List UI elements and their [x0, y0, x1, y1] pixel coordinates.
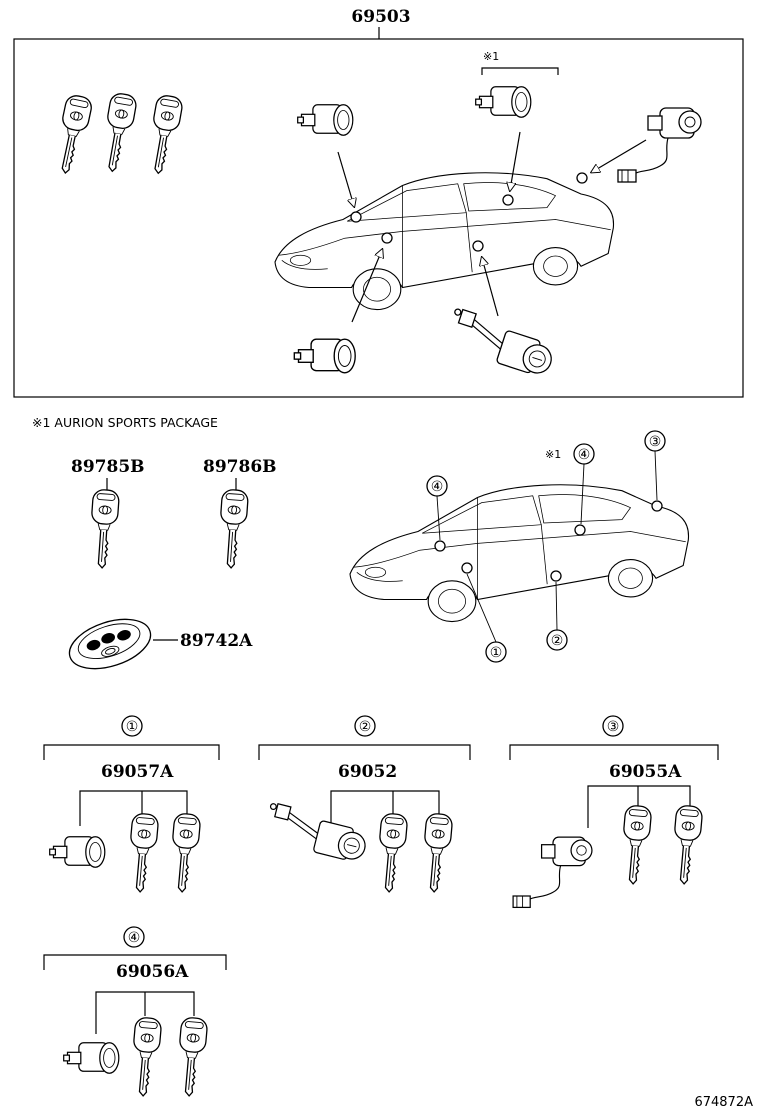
set-marker-circle	[123, 926, 145, 948]
key-icon	[669, 804, 704, 886]
key-icon	[419, 812, 454, 894]
car-illustration	[349, 484, 690, 623]
location-dot	[381, 232, 393, 244]
set-marker-circle	[354, 715, 376, 737]
leader	[580, 463, 585, 525]
leader	[466, 573, 497, 643]
arrow	[351, 250, 382, 323]
set-2-leaders	[330, 790, 440, 826]
location-dot	[574, 524, 586, 536]
set-1-marker: ①	[126, 719, 139, 735]
callout-1: ①	[490, 645, 503, 661]
arrow	[592, 139, 647, 172]
key-icon	[87, 488, 121, 570]
sports-package-bracket	[481, 67, 559, 75]
leader	[436, 495, 441, 541]
key-icon	[618, 804, 653, 886]
set-2-marker: ②	[359, 719, 372, 735]
key-icon	[174, 1016, 209, 1098]
callout-3: ③	[649, 434, 662, 450]
key-icon	[125, 812, 160, 894]
trunk-lock-icon	[512, 836, 593, 909]
key-icon	[216, 488, 250, 570]
set-2-part-number: 69052	[338, 762, 397, 782]
set-1-part-number: 69057A	[101, 762, 174, 782]
part-number-89786B: 89786B	[203, 457, 277, 477]
remote-transmitter-icon	[68, 618, 152, 670]
set-4-bracket	[43, 954, 227, 970]
callout-2: ②	[551, 633, 564, 649]
arrow	[510, 131, 521, 190]
set-marker-circle	[602, 715, 624, 737]
door-lock-cylinder-icon	[475, 86, 532, 118]
door-lock-cylinder-icon	[293, 338, 356, 374]
assembly-part-number: 69503	[351, 7, 410, 27]
callout-4: ④	[578, 447, 591, 463]
sports-package-marker: ※1	[483, 50, 499, 63]
part-number-89785B: 89785B	[71, 457, 145, 477]
location-dot	[502, 194, 514, 206]
arrow	[482, 258, 499, 317]
location-dot	[350, 211, 362, 223]
part-number-89742A: 89742A	[180, 631, 253, 651]
callout-4: ④	[431, 479, 444, 495]
key-icon	[374, 812, 409, 894]
key-icon	[128, 1016, 163, 1098]
location-dot	[651, 500, 663, 512]
arrow	[337, 151, 354, 206]
leader	[654, 450, 658, 501]
key-icon	[143, 93, 185, 177]
sports-package-note: ※1 AURION SPORTS PACKAGE	[32, 415, 218, 430]
set-3-bracket	[509, 744, 719, 760]
door-lock-cylinder-icon	[297, 104, 354, 136]
set-4-part-number: 69056A	[116, 962, 189, 982]
figure-code: 674872A	[694, 1095, 753, 1110]
trunk-lock-icon	[617, 107, 702, 183]
set-3-marker: ③	[607, 719, 620, 735]
set-1-leaders	[79, 790, 188, 826]
set-1-bracket	[43, 744, 220, 760]
key-icon	[97, 91, 139, 175]
location-dot	[434, 540, 446, 552]
location-dot	[550, 570, 562, 582]
set-4-marker: ④	[128, 930, 141, 946]
assembly-frame	[13, 38, 744, 398]
ignition-cylinder-icon	[261, 801, 371, 865]
set-2-bracket	[258, 744, 471, 760]
set-3-part-number: 69055A	[609, 762, 682, 782]
location-dot	[472, 240, 484, 252]
key-icon	[167, 812, 202, 894]
set-3-leaders	[587, 785, 691, 828]
sports-package-marker: ※1	[545, 448, 561, 461]
location-dot	[461, 562, 473, 574]
car-illustration	[274, 172, 615, 311]
ignition-cylinder-icon	[443, 306, 559, 380]
door-lock-cylinder-icon	[63, 1042, 120, 1074]
assembly-keys	[50, 91, 185, 177]
location-dot	[576, 172, 588, 184]
key-icon	[50, 93, 94, 177]
set-4-leaders	[95, 991, 195, 1034]
door-lock-cylinder-icon	[49, 836, 106, 868]
leader	[555, 581, 558, 631]
set-marker-circle	[121, 715, 143, 737]
